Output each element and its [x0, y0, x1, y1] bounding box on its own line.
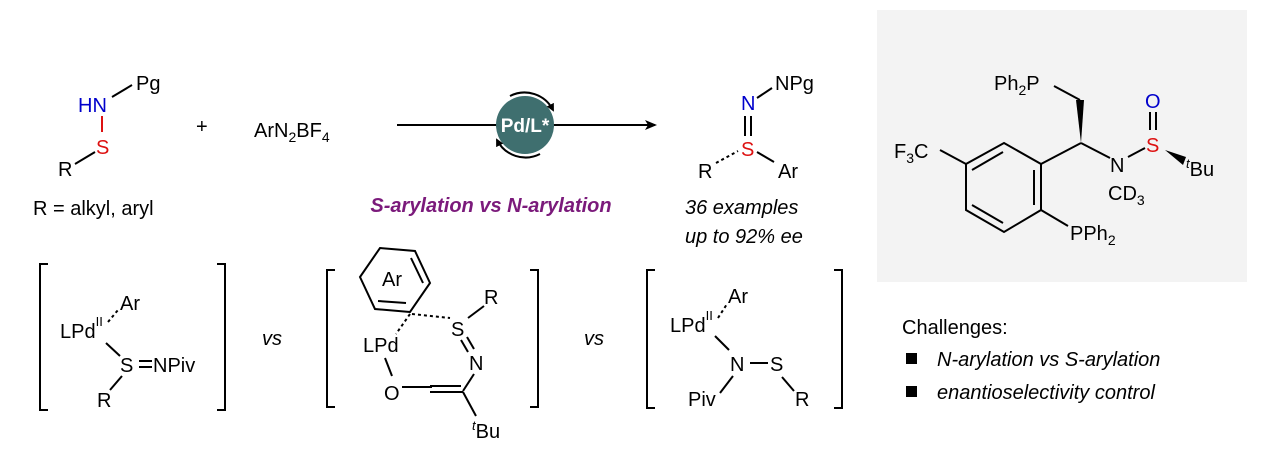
pg-label: Pg [136, 73, 160, 95]
ligand-o-label: O [1145, 91, 1161, 113]
s-label: S [451, 319, 464, 341]
chiral-ligand-structure: Ph2P F3C N S O tBu CD3 PPh2 [894, 73, 1214, 248]
challenge-item: enantioselectivity control [937, 382, 1155, 404]
lpd-label: LPdII [670, 308, 713, 337]
intermediate-transition-state: Ar LPd S R N O tBu [326, 246, 539, 443]
f3c-label: F3C [894, 141, 928, 166]
ar-label: Ar [382, 269, 402, 291]
tbu-label: tBu [1186, 156, 1214, 181]
hn-label: HN [78, 95, 107, 117]
r-definition: R = alkyl, aryl [33, 198, 154, 220]
s-label: S [770, 354, 783, 376]
challenges-title: Challenges: [902, 317, 1008, 339]
examples-count: 36 examples [685, 197, 798, 219]
cycle-arrow-icon [496, 138, 541, 159]
product-npg-label: NPg [775, 73, 814, 95]
vs-label: vs [584, 328, 604, 350]
selectivity-label: S-arylation vs N-arylation [370, 195, 611, 217]
reactant-sulfenamide: Pg HN S R R = alkyl, aryl [33, 73, 160, 220]
r-label: R [58, 159, 72, 181]
ligand-panel [877, 10, 1247, 282]
lpd-label: LPdII [60, 314, 103, 343]
product-r-label: R [698, 161, 712, 183]
catalyst-badge: Pd/L* [496, 91, 554, 159]
tbu-label: tBu [472, 418, 500, 443]
aryldiazonium-reagent: ArN2BF4 [254, 120, 330, 145]
bullet-icon [906, 353, 917, 364]
npiv-label: NPiv [153, 355, 195, 377]
product-n-label: N [741, 93, 755, 115]
ee-value: up to 92% ee [685, 226, 803, 248]
bullet-icon [906, 386, 917, 397]
ar-label: Ar [728, 286, 748, 308]
lpd-label: LPd [363, 335, 399, 357]
ligand-s-label: S [1146, 135, 1159, 157]
ligand-n-label: N [1110, 155, 1124, 177]
aryl-ring [358, 246, 432, 314]
piv-label: Piv [688, 389, 716, 411]
r-label: R [97, 390, 111, 412]
n-label: N [469, 353, 483, 375]
ar-label: Ar [120, 293, 140, 315]
product-sulfilimine: N NPg S R Ar 36 examples up to 92% ee [685, 73, 814, 248]
r-label: R [484, 287, 498, 309]
vs-label: vs [262, 328, 282, 350]
plus-sign: + [196, 116, 208, 138]
cd3-label: CD3 [1108, 183, 1145, 208]
o-label: O [384, 383, 400, 405]
ph2p-label: Ph2P [994, 73, 1040, 98]
product-s-label: S [741, 139, 754, 161]
n-label: N [730, 354, 744, 376]
intermediate-n-bound: LPdII Ar N S Piv R [646, 269, 843, 411]
r-label: R [795, 389, 809, 411]
cycle-arrow-icon [509, 91, 554, 112]
catalyst-label: Pd/L* [501, 116, 550, 137]
pph2-label: PPh2 [1070, 223, 1116, 248]
challenge-item: N-arylation vs S-arylation [937, 349, 1160, 371]
s-label: S [120, 355, 133, 377]
intermediate-s-bound: LPdII Ar S NPiv R [39, 263, 226, 412]
product-ar-label: Ar [778, 161, 798, 183]
s-label: S [96, 137, 109, 159]
challenges-list: Challenges: N-arylation vs S-arylation e… [902, 317, 1160, 404]
